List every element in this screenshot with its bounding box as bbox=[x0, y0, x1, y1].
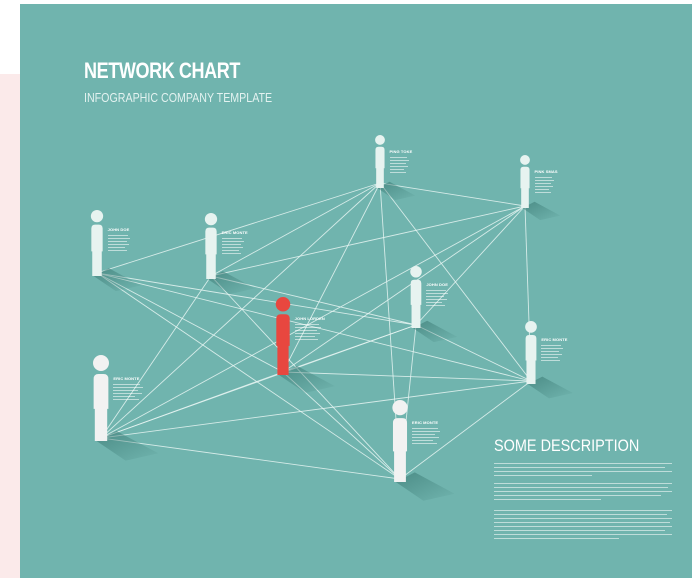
connection-line bbox=[415, 205, 526, 326]
person-icon bbox=[392, 400, 455, 501]
people-nodes bbox=[90, 135, 573, 501]
person-shadow bbox=[527, 376, 573, 399]
node-name-label: ERIC MONTE bbox=[541, 336, 568, 342]
connection-line bbox=[100, 205, 526, 439]
connection-line bbox=[100, 380, 532, 439]
person-icon bbox=[204, 213, 255, 295]
person-icon bbox=[275, 297, 335, 393]
connection-line bbox=[96, 272, 532, 382]
chart-title: NETWORK CHART bbox=[84, 58, 241, 83]
person-shadow bbox=[207, 271, 255, 295]
person-body bbox=[520, 166, 530, 208]
person-head bbox=[90, 210, 104, 223]
network-diagram bbox=[90, 135, 573, 501]
description-paragraph-1 bbox=[494, 460, 672, 476]
connection-line bbox=[282, 371, 532, 382]
chart-subtitle: INFOGRAPHIC COMPANY TEMPLATE bbox=[84, 90, 273, 105]
person-shadow bbox=[96, 430, 159, 461]
person-shadow bbox=[522, 201, 561, 221]
connection-line bbox=[100, 182, 381, 439]
node-description-text bbox=[113, 382, 143, 401]
person-shadow bbox=[412, 320, 458, 343]
connection-line bbox=[100, 437, 401, 480]
node-name-label: PING TOKE bbox=[389, 148, 413, 154]
node-description-text bbox=[389, 155, 409, 173]
node-description-text bbox=[541, 343, 563, 361]
node-description-text bbox=[221, 236, 245, 254]
connection-line bbox=[96, 182, 381, 274]
node-description-text bbox=[107, 233, 131, 251]
node-name-label: JOHN DOE bbox=[426, 281, 449, 287]
network-chart-canvas: NETWORK CHART INFOGRAPHIC COMPANY TEMPLA… bbox=[20, 4, 692, 578]
node-name-label: JOHN DOE bbox=[107, 226, 130, 232]
node-name-label: ERIC MONTE bbox=[221, 229, 248, 235]
connection-line bbox=[282, 182, 381, 373]
connection-line bbox=[399, 380, 532, 480]
connection-line bbox=[100, 275, 212, 439]
person-shadow bbox=[278, 365, 335, 393]
node-name-label: ERIC MONTE bbox=[113, 376, 140, 382]
person-body bbox=[205, 227, 217, 279]
person-body bbox=[276, 314, 290, 375]
node-name-label: PINK SMAS bbox=[534, 168, 558, 174]
connection-line bbox=[100, 371, 284, 439]
person-body bbox=[392, 418, 408, 482]
person-shadow bbox=[377, 181, 416, 201]
node-description-text bbox=[294, 322, 322, 341]
connection-line bbox=[379, 182, 526, 207]
person-head bbox=[93, 355, 109, 371]
node-description-text bbox=[412, 426, 441, 445]
person-body bbox=[410, 279, 422, 328]
description-paragraph-2 bbox=[494, 480, 672, 500]
person-head bbox=[204, 213, 218, 226]
person-head bbox=[375, 135, 385, 145]
description-paragraph-3 bbox=[494, 507, 672, 539]
person-head bbox=[392, 400, 408, 416]
person-head bbox=[525, 321, 537, 333]
person-head bbox=[520, 155, 530, 165]
person-head bbox=[275, 297, 291, 312]
person-icon bbox=[410, 266, 458, 343]
connection-line bbox=[210, 205, 526, 277]
connection-line bbox=[96, 272, 417, 326]
person-body bbox=[375, 146, 385, 188]
person-icon bbox=[90, 210, 141, 292]
connection-line bbox=[210, 182, 381, 277]
connection-line bbox=[282, 205, 526, 373]
connection-line bbox=[96, 272, 401, 480]
person-shadow bbox=[93, 268, 141, 292]
person-body bbox=[93, 374, 109, 441]
person-shadow bbox=[395, 472, 455, 501]
person-icon bbox=[375, 135, 416, 201]
left-accent-strip bbox=[0, 74, 20, 578]
description-title: SOME DESCRIPTION bbox=[494, 436, 640, 455]
person-head bbox=[410, 266, 422, 278]
person-icon bbox=[520, 155, 561, 221]
person-icon bbox=[93, 355, 159, 461]
node-description-text bbox=[426, 288, 448, 306]
person-body bbox=[91, 224, 103, 276]
node-description-text bbox=[534, 175, 554, 193]
person-icon bbox=[525, 321, 573, 399]
node-name-label: JOHN LORDEN bbox=[294, 316, 325, 322]
node-name-label: ERIC MONTE bbox=[412, 420, 439, 426]
person-body bbox=[525, 334, 537, 384]
